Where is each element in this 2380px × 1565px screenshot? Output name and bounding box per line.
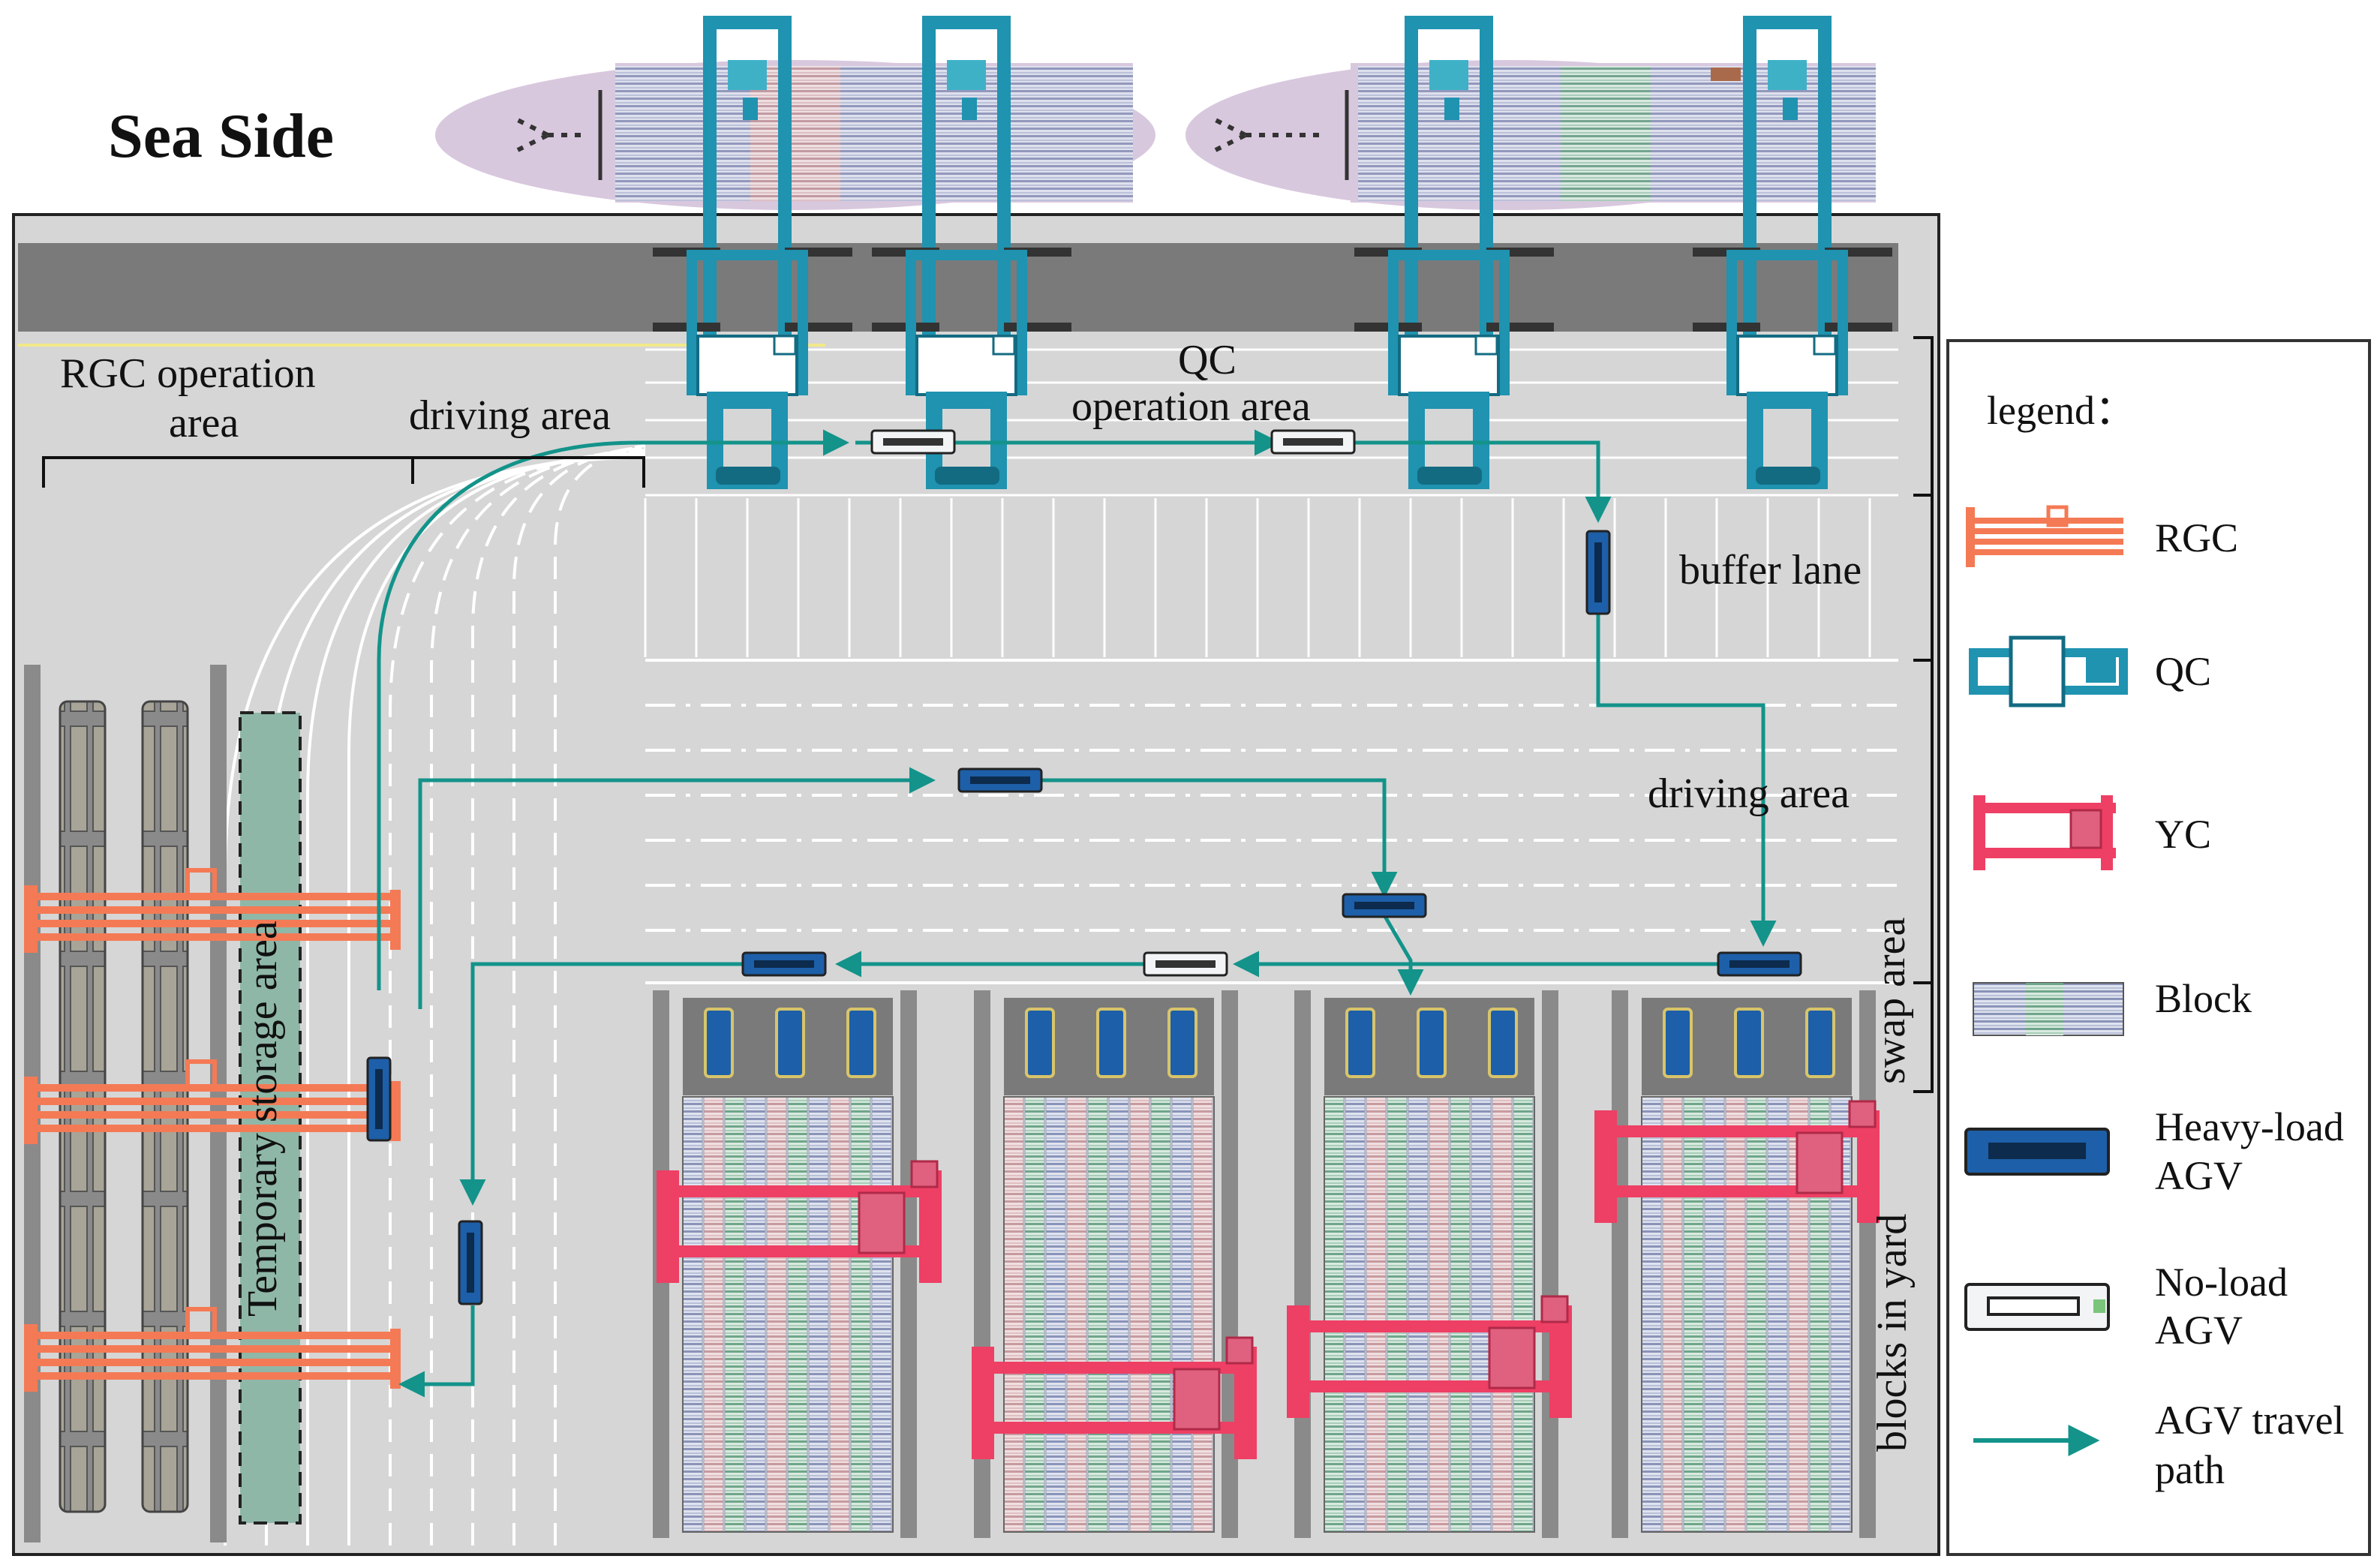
path-5c [459,962,743,1206]
qc-operation-label: QC [1178,337,1237,383]
legend-label-path: AGV travel [2155,1398,2345,1443]
heavy-load-agv [366,1056,392,1142]
legend-rgc-icon [1966,505,2123,567]
driving-area-left-label: driving area [409,392,611,439]
legend-label-qc: QC [2155,649,2212,694]
path-1 [377,429,849,990]
legend-box [1946,339,2371,1556]
agv-in-swap [1663,1008,1693,1078]
agv-in-swap [1805,1008,1835,1078]
path-6 [398,1305,475,1398]
heavy-load-agv [458,1220,483,1305]
yard-block [653,990,917,1538]
agv-in-swap [1167,1008,1198,1078]
page-title: Sea Side [108,101,335,171]
rgc-driving-bracket [42,456,645,488]
yard-crane [972,1336,1257,1459]
path-4 [1382,914,1424,996]
path-1c [1276,440,1612,523]
rail-yard [24,665,227,1542]
right-area-bracket [1913,336,1934,1093]
no-load-agv [870,429,956,455]
legend-yc-icon [1973,795,2116,870]
agv-in-swap [704,1008,734,1078]
legend-label-yc: YC [2155,812,2212,857]
agv-in-swap [1025,1008,1055,1078]
agv-in-swap [1488,1008,1518,1078]
agv-in-swap [1734,1008,1764,1078]
yard-block [1612,990,1876,1538]
rail-gantry-crane [24,1307,401,1392]
rgc-operation-label-2: area [169,400,239,446]
legend-label-path-2: path [2155,1447,2225,1492]
driving-area-right-label: driving area [1648,770,1850,817]
legend-heading: legend： [1987,388,2135,433]
path-3b [1020,778,1398,898]
qc-operation-label-2: operation area [1071,383,1311,430]
no-load-agv [1143,951,1228,977]
yard-blocks [653,990,1876,1538]
agv-in-swap [775,1008,805,1078]
rgc-operation-label: RGC operation [60,350,316,397]
agvs [366,429,1802,1305]
heavy-load-agv [1585,530,1611,615]
agv-in-swap [1417,1008,1447,1078]
blocks-in-yard-label: blocks in yard [1869,1213,1916,1452]
quay-crane [653,16,852,489]
no-load-agv [1270,429,1356,455]
heavy-load-agv [1717,951,1802,977]
yard-crane [657,1160,942,1283]
quay-cranes [653,16,1892,489]
agv-in-swap [1096,1008,1126,1078]
legend-noload-agv-icon [1964,1283,2110,1331]
quay-crane [1693,16,1892,489]
buffer-lane-label: buffer lane [1679,547,1862,593]
agv-in-swap [1345,1008,1375,1078]
ship-left [435,60,1155,210]
yard-crane [1594,1100,1880,1223]
legend-qc-icon [1969,635,2128,707]
rail-gantry-crane [24,868,401,953]
buffer-lane-stalls [644,498,1871,657]
quay-crane [872,16,1071,489]
qc-lanes [645,381,1898,497]
quay-crane [1354,16,1554,489]
agv-in-swap [846,1008,876,1078]
legend-label-noload-agv-2: AGV [2155,1308,2243,1353]
legend-label-rgc: RGC [2155,515,2239,560]
heavy-load-agv [741,951,827,977]
yard-block [974,990,1238,1538]
rail-gantry-cranes [24,868,401,1392]
path-2 [1596,600,1777,947]
heavy-load-agv [1342,893,1427,918]
legend-label-noload-agv: No-load [2155,1260,2288,1305]
yard-cranes [657,1100,1880,1459]
yard-block [1294,990,1558,1538]
agv-travel-paths [377,429,1777,1398]
legend-block-icon [1973,982,2124,1036]
rail-gantry-crane [24,1059,401,1144]
temporary-storage-label: Temporary storage area [239,921,286,1317]
legend-heavy-agv-icon [1964,1128,2110,1176]
heavy-load-agv [957,767,1043,793]
swap-area-label: swap area [1868,917,1914,1084]
legend-label-heavy-agv: Heavy-load [2155,1104,2344,1149]
path-3 [418,767,936,1009]
legend-label-heavy-agv-2: AGV [2155,1153,2243,1198]
legend-label-block: Block [2155,976,2252,1021]
yard-crane [1287,1295,1572,1418]
